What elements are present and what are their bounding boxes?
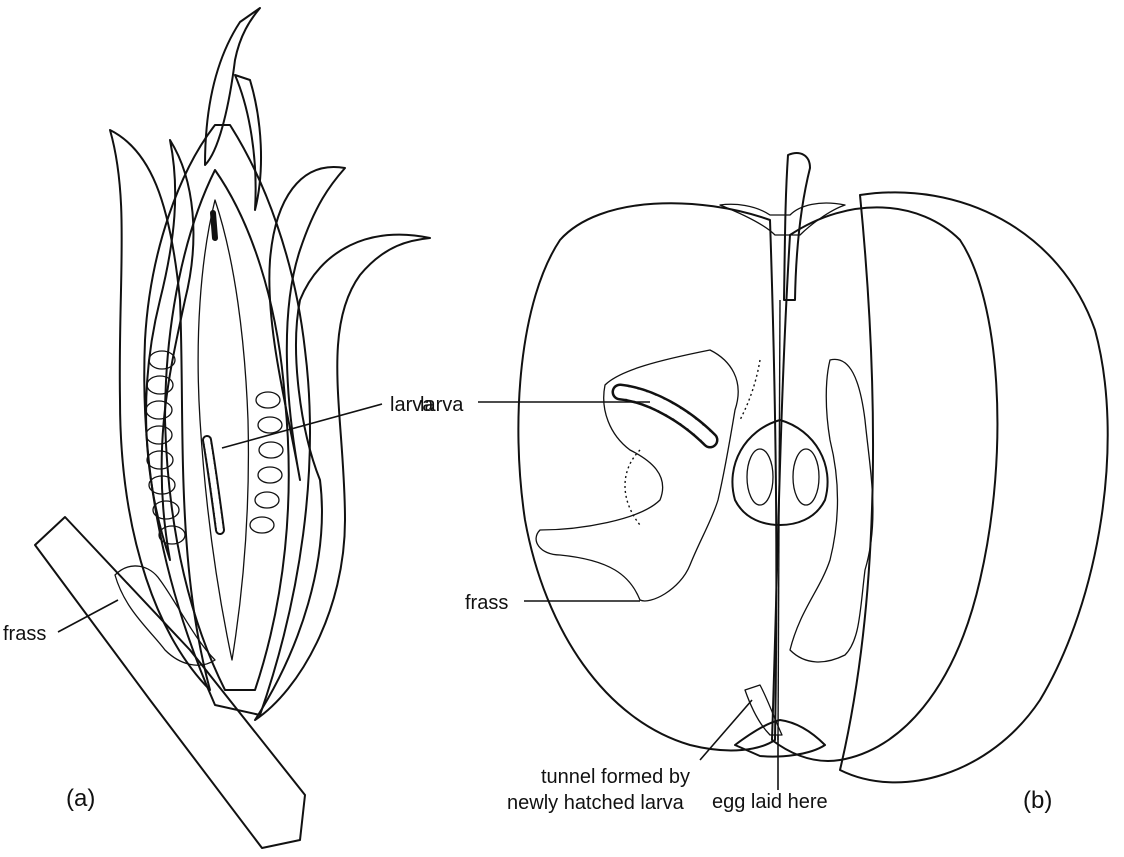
apple-calyx (734, 719, 826, 758)
bud-wall (143, 124, 311, 716)
outer-sepal-left (109, 129, 211, 691)
tunnel-damage-left (535, 349, 739, 602)
panel-a-flower-bud (34, 7, 431, 849)
larva-in-apple (611, 383, 719, 449)
label-panel-b: (b) (1023, 787, 1052, 814)
leader-tunnel-b (699, 699, 753, 761)
anthers-left (145, 350, 186, 545)
leader-frass-a (57, 599, 119, 633)
label-larva-a: larva (390, 394, 434, 416)
tunnel-damage-right (789, 358, 874, 663)
panel-b-apple (517, 152, 1109, 784)
label-frass-b: frass (465, 592, 508, 614)
petal-right (234, 74, 263, 211)
label-tunnel-line1: tunnel formed by (541, 766, 690, 788)
larva-in-bud-highlight (204, 437, 223, 533)
outer-sepal-right-upper (268, 165, 346, 481)
apple-flesh-right (771, 206, 999, 762)
stem (34, 516, 306, 849)
seed-right (792, 448, 820, 506)
bud-cavity (164, 169, 290, 691)
leader-larva-a (221, 403, 383, 449)
label-egg: egg laid here (712, 791, 828, 813)
label-frass-a: frass (3, 623, 46, 645)
damaged-tissue (197, 199, 250, 661)
apple-skin-right (839, 191, 1109, 784)
label-panel-a: (a) (66, 785, 95, 812)
tunnel-to-base (744, 684, 783, 736)
frass-on-stem (114, 565, 216, 666)
label-larva-b: larva (420, 394, 464, 416)
apple-axis-line (777, 299, 781, 741)
petal-tip-top (204, 7, 261, 166)
label-tunnel-line2: newly hatched larva (507, 792, 685, 814)
apple-flesh-left (517, 202, 778, 752)
seed-left (746, 448, 774, 506)
apple-core (731, 419, 829, 526)
anthers-right (249, 391, 284, 534)
dotted-core-outline (739, 359, 761, 421)
apple-top-shadow (719, 202, 846, 236)
apple-stalk (783, 152, 811, 301)
small-larva-top (210, 210, 218, 241)
petal-left-inner (145, 139, 195, 561)
outer-sepal-right-lower (254, 233, 431, 721)
